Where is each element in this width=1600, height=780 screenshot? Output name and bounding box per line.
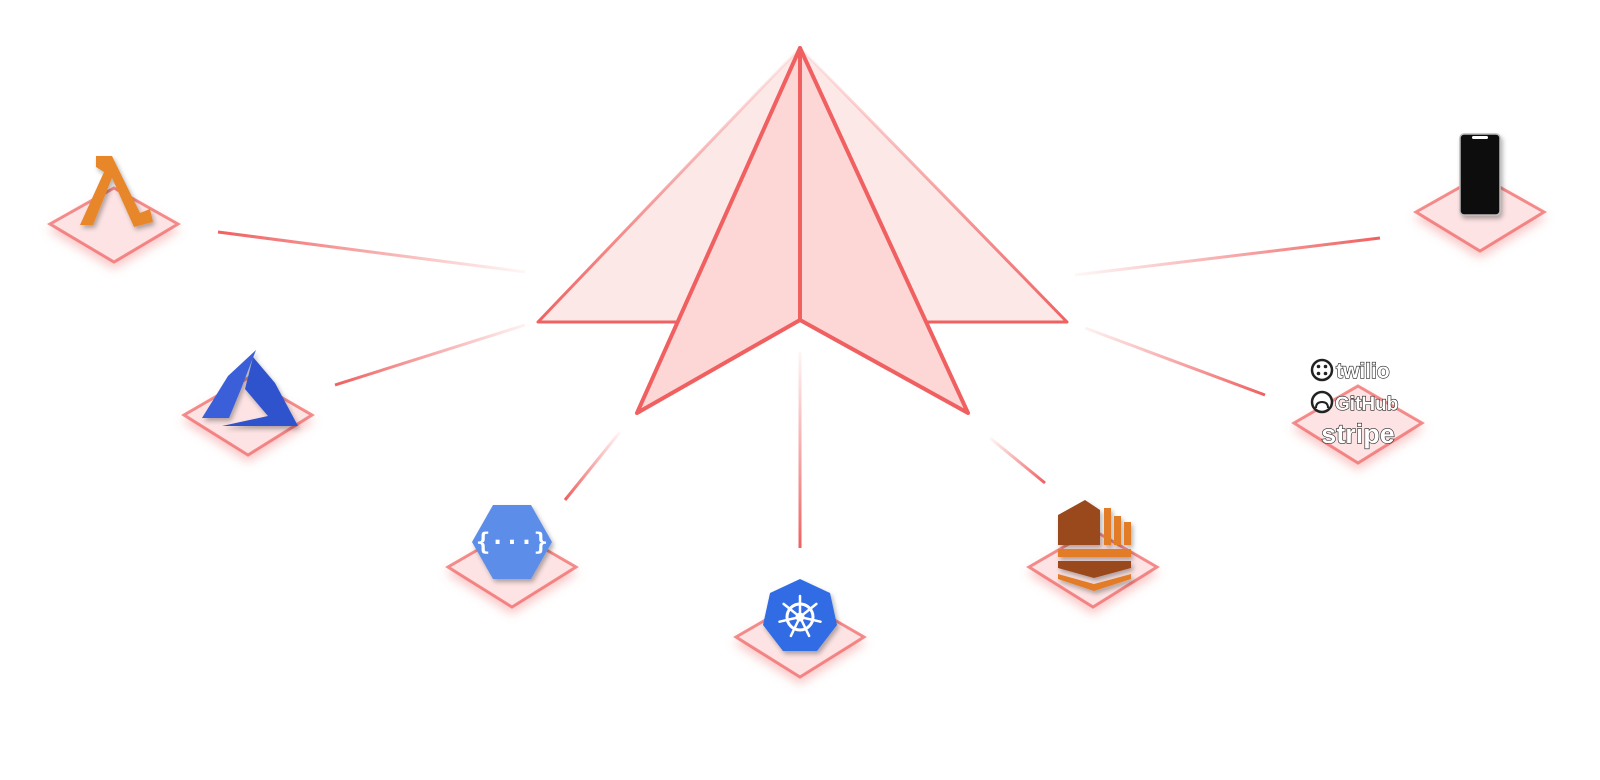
- aws-service-top-block: [1058, 500, 1100, 545]
- aws-service-bar-1: [1104, 508, 1111, 545]
- cloud-functions-icon: {···}: [472, 505, 552, 579]
- connector-azure: [334, 323, 526, 387]
- kubernetes-icon: [763, 579, 837, 651]
- aws-service-layer-3: [1058, 574, 1131, 591]
- kubernetes-helm-wheel: [778, 594, 822, 638]
- twilio-logo: twilio: [1310, 358, 1390, 384]
- phone-body: [1459, 133, 1501, 216]
- openfaas-paper-plane-icon: [536, 46, 1069, 415]
- azure-icon: [202, 350, 298, 426]
- aws-service-layer-2: [1058, 561, 1131, 578]
- connector-phone: [1074, 236, 1381, 277]
- connector-aws-service: [989, 436, 1046, 485]
- aws-service-icon: [1058, 500, 1131, 591]
- connectors: [217, 230, 1381, 548]
- stripe-label: stripe: [1321, 419, 1395, 449]
- helm-wheel-spoke: [798, 615, 822, 623]
- cloud-functions-hexagon: [472, 505, 552, 579]
- helm-wheel-spoke: [798, 615, 811, 638]
- twilio-label: twilio: [1336, 360, 1390, 383]
- helm-wheel-spoke: [778, 615, 802, 623]
- aws-service-bar-3: [1124, 522, 1131, 545]
- phone-notch: [1472, 136, 1488, 139]
- smartphone-icon: [1459, 133, 1501, 216]
- lambda-icon: [80, 156, 153, 227]
- aws-service-layer-1: [1058, 549, 1131, 557]
- cloud-functions-brackets: {···}: [476, 528, 548, 556]
- lambda-glyph: [80, 156, 153, 227]
- saas-logos-icon: twilio GitHub stripe: [1310, 358, 1399, 450]
- platform-lambda: [47, 186, 181, 264]
- helm-wheel-spoke: [789, 615, 802, 638]
- github-label: GitHub: [1335, 394, 1398, 415]
- github-logo: GitHub: [1310, 390, 1399, 416]
- twilio-mark-icon: [1310, 358, 1334, 382]
- connector-lambda: [217, 230, 526, 274]
- connector-webhooks: [1084, 326, 1266, 397]
- azure-left-shape: [202, 350, 256, 418]
- helm-wheel-spoke: [798, 602, 818, 619]
- helm-wheel-spoke: [782, 602, 802, 619]
- aws-service-bar-2: [1114, 516, 1121, 545]
- connector-cloud-functions: [563, 431, 622, 501]
- azure-right-shape: [222, 357, 298, 426]
